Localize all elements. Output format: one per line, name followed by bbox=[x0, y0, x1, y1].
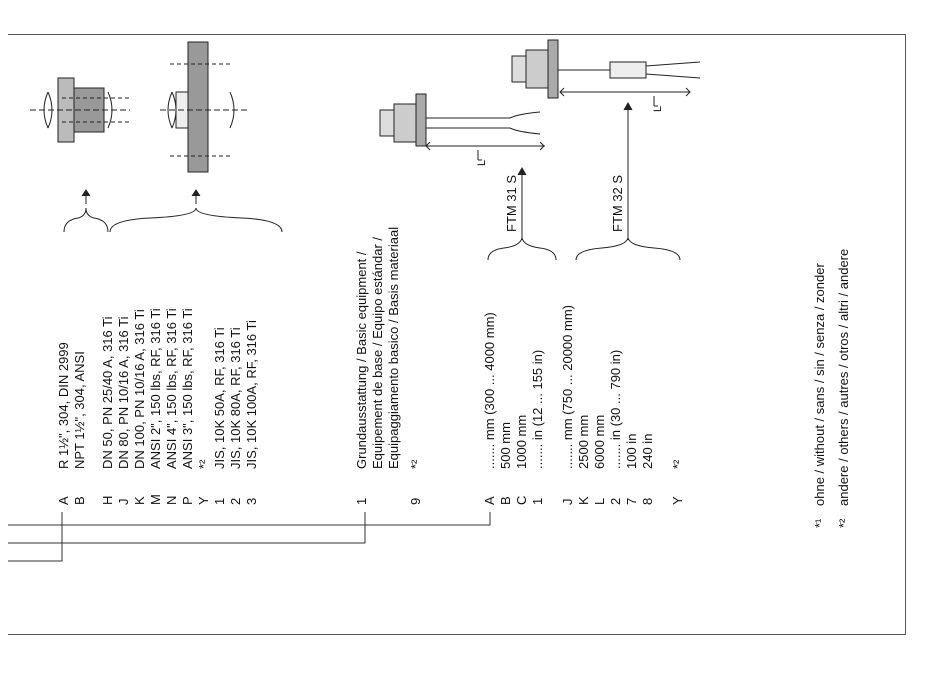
ftm32-drawing bbox=[511, 39, 701, 107]
length-list: A....... mm (300 ... 4000 mm) B500 mm C1… bbox=[482, 305, 686, 505]
page-frame bbox=[8, 34, 906, 635]
code-tree-lines bbox=[8, 512, 491, 562]
length-item: 2....... in (30 ... 790 in) bbox=[608, 349, 623, 505]
length-item: 8240 in bbox=[640, 433, 655, 505]
connection-item: KDN 100, PN 10/16 A, 316 Ti bbox=[132, 309, 147, 505]
length-item: 1....... in (12 ... 155 in) bbox=[530, 349, 545, 505]
length-item: B500 mm bbox=[498, 422, 513, 505]
length-braces bbox=[487, 101, 681, 261]
equipment-item: Equipement de base / Equipo estándar / bbox=[370, 237, 385, 469]
footnote: *²andere / others / autres / otros / alt… bbox=[836, 248, 851, 528]
equipment-list: 1Grundausstattung / Basic equipment / Eq… bbox=[354, 227, 424, 505]
length-item: A....... mm (300 ... 4000 mm) bbox=[482, 312, 497, 505]
connection-item: Y*² bbox=[196, 459, 211, 505]
equipment-item: Equipaggiamento basico / Basis materiaal bbox=[386, 226, 401, 469]
length-item: L6000 mm bbox=[592, 414, 607, 505]
footnote: *¹ohne / without / sans / sin / senza / … bbox=[812, 263, 827, 528]
length-item: 7100 in bbox=[624, 433, 639, 505]
ftm31-label: FTM 31 S bbox=[504, 174, 519, 232]
length-item: J....... mm (750 ... 20000 mm) bbox=[560, 305, 575, 505]
ftm32-label: FTM 32 S bbox=[610, 174, 625, 232]
connection-item: AR 1½", 304, DIN 2999 bbox=[56, 342, 71, 505]
connection-item: NANSI 4", 150 lbs, RF, 316 Ti bbox=[164, 308, 179, 505]
connection-item: 3JIS, 10K 100A, RF, 316 Ti bbox=[244, 320, 259, 505]
connection-item: JDN 80, PN 10/16 A, 316 Ti bbox=[116, 316, 131, 505]
connection-item: PANSI 3", 150 lbs, RF, 316 Ti bbox=[180, 308, 195, 505]
length-item: C1000 mm bbox=[514, 414, 529, 505]
flange-connection-drawing bbox=[160, 41, 250, 173]
connection-item: 2JIS, 10K 80A, RF, 316 Ti bbox=[228, 327, 243, 505]
connection-item: MANSI 2", 150 lbs, RF, 316 Ti bbox=[148, 308, 163, 505]
length-item: K2500 mm bbox=[576, 414, 591, 505]
connection-braces bbox=[63, 189, 283, 233]
connection-item: HDN 50, PN 25/40 A, 316 Ti bbox=[100, 316, 115, 505]
threaded-connection-drawing bbox=[30, 77, 130, 143]
footnotes: *¹ohne / without / sans / sin / senza / … bbox=[812, 249, 852, 528]
connection-item: 1JIS, 10K 50A, RF, 316 Ti bbox=[212, 327, 227, 505]
equipment-item: 1Grundausstattung / Basic equipment / bbox=[354, 251, 369, 505]
equipment-item: 9*² bbox=[408, 459, 423, 505]
ftm31-drawing bbox=[379, 93, 545, 161]
connection-list: AR 1½", 304, DIN 2999 BNPT 1½", 304, ANS… bbox=[56, 308, 260, 505]
length-mark-ftm31: L bbox=[476, 159, 488, 166]
connection-item: BNPT 1½", 304, ANSI bbox=[72, 351, 87, 505]
length-mark-ftm32: L bbox=[652, 105, 664, 112]
length-item: Y*² bbox=[670, 459, 685, 505]
